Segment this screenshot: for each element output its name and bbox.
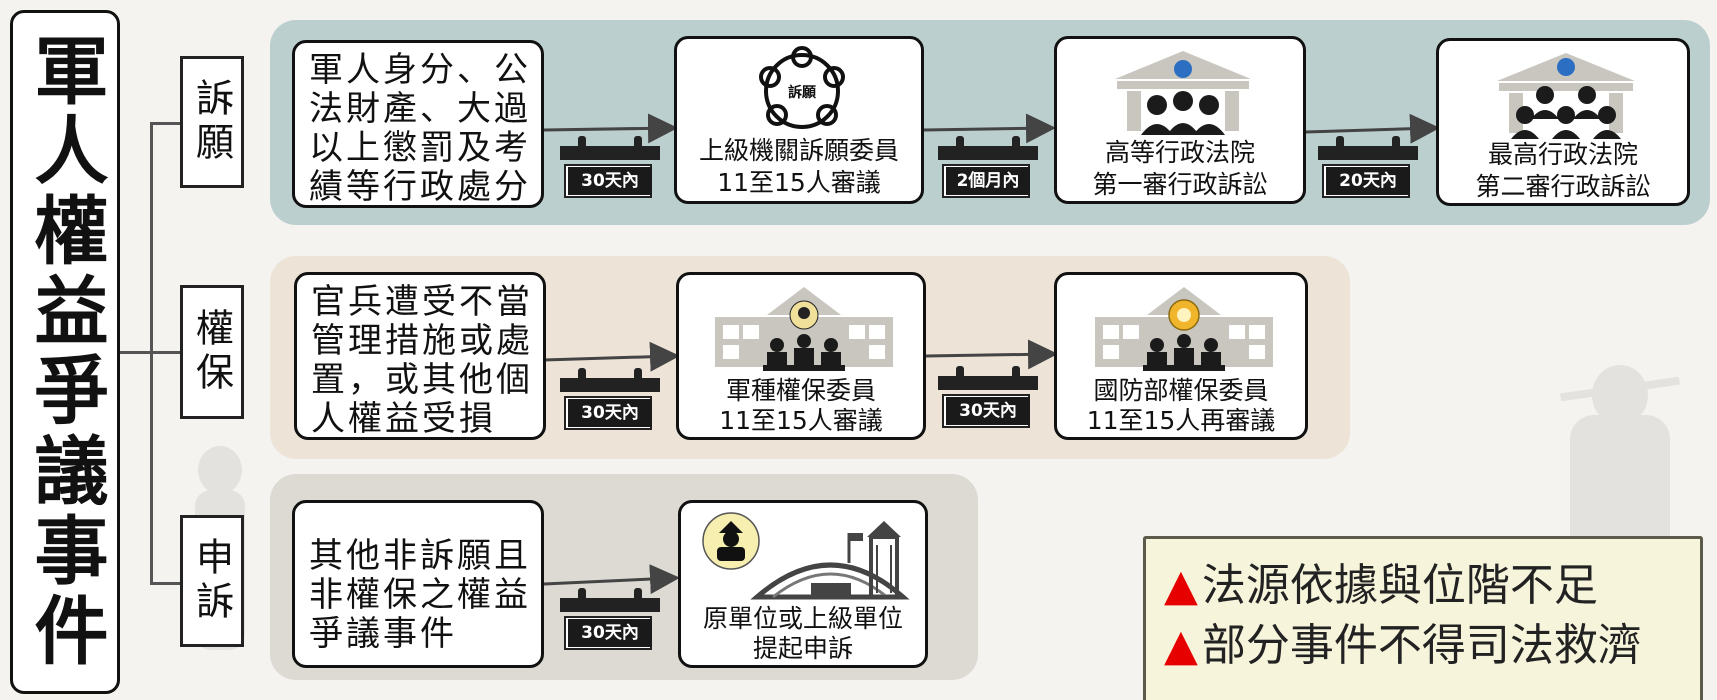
duration-label: 30天內 (568, 619, 652, 647)
warning-triangle-icon: ▲ (1164, 560, 1198, 611)
service-committee-line2: 11至15人審議 (719, 406, 883, 435)
trunk-horizontal-connector (120, 351, 152, 354)
warning-triangle-icon: ▲ (1164, 620, 1198, 671)
calendar-icon: 2個月內 (938, 136, 1038, 202)
ministry-rights-committee-card: 國防部權保委員 11至15人再審議 (1054, 272, 1308, 440)
appeal-description: 軍人身分、公法財產、大過以上懲罰及考績等行政處分 (309, 50, 531, 207)
branch-label-appeal: 訴願 (180, 56, 244, 188)
branch-label-rights-protection: 權保 (180, 285, 244, 419)
calendar-icon: 30天內 (560, 136, 660, 202)
appeal-committee-line2: 11至15人審議 (717, 168, 881, 197)
duration-label: 20天內 (1326, 167, 1410, 195)
unit-grievance-card: 原單位或上級單位 提起申訴 (678, 500, 928, 668)
branch-label-rights-protection-text: 權保 (189, 308, 234, 396)
military-base-icon (702, 512, 910, 600)
branch-label-grievance-text: 申訴 (189, 537, 234, 625)
main-title: 軍人權益爭議事件 (10, 10, 120, 694)
court-building-icon (1115, 51, 1251, 135)
ministry-committee-line2: 11至15人再審議 (1086, 406, 1276, 435)
branch-label-grievance: 申訴 (180, 515, 244, 647)
deficiency-note: ▲法源依據與位階不足 ▲部分事件不得司法救濟 (1143, 536, 1703, 700)
high-court-line2: 第一審行政訴訟 (1092, 170, 1268, 199)
calendar-icon: 20天內 (1318, 136, 1418, 202)
duration-label: 30天內 (568, 167, 652, 195)
appeal-description-card: 軍人身分、公法財產、大過以上懲罰及考績等行政處分 (292, 40, 544, 208)
grievance-description-card: 其他非訴願且非權保之權益爭議事件 (292, 500, 544, 668)
supreme-court-line2: 第二審行政訴訟 (1475, 172, 1651, 201)
branch3-connector (150, 582, 180, 585)
calendar-icon: 30天內 (938, 366, 1038, 432)
grievance-description: 其他非訴願且非權保之權益爭議事件 (309, 536, 531, 654)
duration-label: 2個月內 (946, 167, 1030, 195)
note-item-1-text: 法源依據與位階不足 (1201, 560, 1598, 611)
calendar-icon: 30天內 (560, 368, 660, 434)
branch2-connector (150, 351, 180, 354)
branch1-connector (150, 122, 180, 125)
note-item-2-text: 部分事件不得司法救濟 (1201, 620, 1642, 671)
rights-protection-description: 官兵遭受不當管理措施或處置，或其他個人權益受損 (311, 282, 533, 439)
high-administrative-court-card: 高等行政法院 第一審行政訴訟 (1054, 36, 1306, 204)
note-item-1: ▲法源依據與位階不足 (1164, 561, 1598, 611)
branch-label-appeal-text: 訴願 (189, 78, 234, 166)
supreme-administrative-court-card: 最高行政法院 第二審行政訴訟 (1436, 38, 1690, 206)
petition-seal-icon: 訴願 (759, 46, 845, 129)
appeal-committee-card: 訴願 上級機關訴願委員 11至15人審議 (674, 36, 924, 204)
supreme-court-line1: 最高行政法院 (1487, 140, 1638, 169)
service-rights-committee-card: 軍種權保委員 11至15人審議 (676, 272, 926, 440)
military-building-icon (715, 287, 893, 371)
high-court-line1: 高等行政法院 (1104, 138, 1255, 167)
service-committee-line1: 軍種權保委員 (725, 376, 876, 405)
note-item-2: ▲部分事件不得司法救濟 (1164, 621, 1642, 671)
ministry-committee-line1: 國防部權保委員 (1093, 376, 1269, 405)
unit-grievance-line1: 原單位或上級單位 (702, 604, 903, 633)
duration-label: 30天內 (946, 397, 1030, 425)
calendar-icon: 30天內 (560, 588, 660, 654)
main-title-text: 軍人權益爭議事件 (22, 32, 108, 672)
duration-label: 30天內 (568, 399, 652, 427)
rights-protection-description-card: 官兵遭受不當管理措施或處置，或其他個人權益受損 (294, 272, 546, 440)
seal-text: 訴願 (788, 84, 817, 101)
appeal-committee-line1: 上級機關訴願委員 (698, 136, 899, 165)
supreme-court-icon (1497, 53, 1635, 139)
ministry-building-icon (1095, 287, 1273, 371)
unit-grievance-line2: 提起申訴 (752, 634, 853, 663)
